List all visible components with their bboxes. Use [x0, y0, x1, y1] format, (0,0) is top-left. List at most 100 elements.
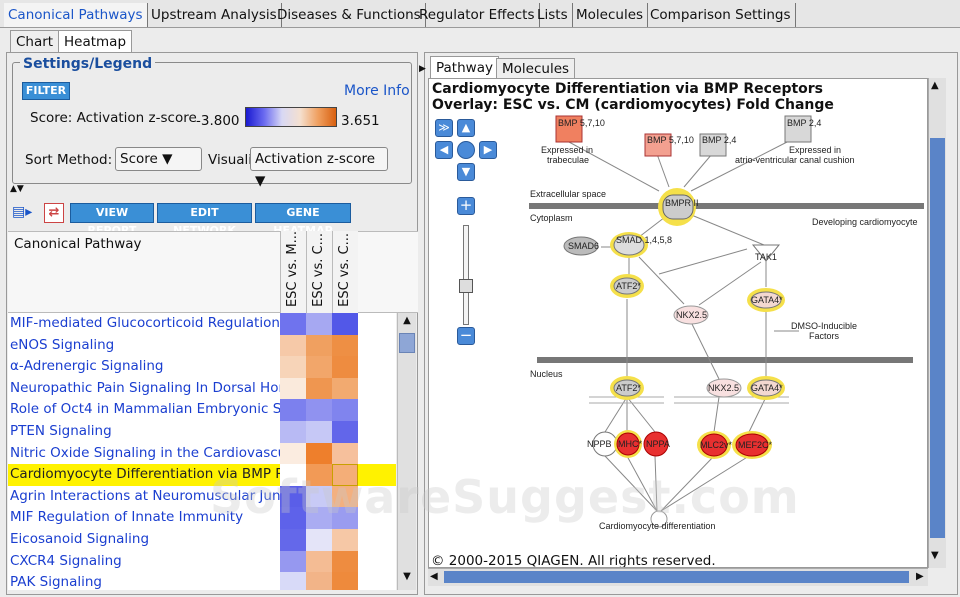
heatmap-cell[interactable]: [332, 442, 358, 465]
scroll-right-icon[interactable]: ▶: [916, 571, 924, 582]
heatmap-cell[interactable]: [332, 313, 358, 335]
pathway-name[interactable]: Agrin Interactions at Neuromuscular Junc…: [10, 487, 280, 504]
splitter-handle[interactable]: ▶: [419, 64, 426, 74]
tab-comparison-settings[interactable]: Comparison Settings: [646, 3, 796, 27]
scroll-left-icon[interactable]: ◀: [430, 571, 438, 582]
zoom-out-icon[interactable]: −: [457, 327, 475, 345]
zoom-in-icon[interactable]: +: [457, 197, 475, 215]
column-header-pathway[interactable]: Canonical Pathway: [14, 236, 142, 252]
tab-regulator-effects[interactable]: Regulator Effects: [415, 3, 540, 27]
pathway-name[interactable]: Eicosanoid Signaling: [10, 531, 150, 547]
table-row[interactable]: α-Adrenergic Signaling: [8, 356, 396, 378]
heatmap-cell[interactable]: [280, 442, 306, 465]
tab-lists[interactable]: Lists: [533, 3, 573, 27]
swap-icon[interactable]: ⇄: [44, 203, 64, 223]
heatmap-cell[interactable]: [306, 485, 332, 508]
table-row[interactable]: CXCR4 Signaling: [8, 550, 396, 573]
table-row[interactable]: PAK Signaling: [8, 572, 396, 590]
heatmap-cell[interactable]: [280, 421, 306, 443]
pan-up-icon[interactable]: ▲: [457, 119, 475, 137]
zoom-slider-thumb[interactable]: [459, 279, 473, 293]
heatmap-cell[interactable]: [280, 485, 306, 508]
pathway-name[interactable]: eNOS Signaling: [10, 336, 115, 353]
heatmap-cell[interactable]: [306, 550, 332, 573]
heatmap-cell[interactable]: [306, 356, 332, 378]
table-row[interactable]: Eicosanoid Signaling: [8, 529, 396, 551]
heatmap-cell[interactable]: [332, 399, 358, 421]
table-scrollbar[interactable]: ▲ ▼: [397, 313, 416, 590]
column-header-2[interactable]: ESC vs. C...: [306, 231, 332, 313]
horizontal-scroll-thumb[interactable]: [444, 571, 909, 583]
heatmap-cell[interactable]: [280, 399, 306, 421]
view-report-button[interactable]: VIEW REPORT: [70, 203, 154, 237]
heatmap-cell[interactable]: [332, 464, 358, 486]
canvas-horizontal-scrollbar[interactable]: ◀ ▶: [428, 568, 928, 586]
zoom-slider[interactable]: [463, 225, 469, 325]
heatmap-cell[interactable]: [332, 529, 358, 551]
pan-right-icon[interactable]: ▶: [479, 141, 497, 159]
pathway-name[interactable]: Cardiomyocyte Differentiation via BMP Re…: [10, 466, 280, 483]
heatmap-cell[interactable]: [332, 334, 358, 357]
heatmap-cell[interactable]: [280, 313, 306, 335]
heatmap-cell[interactable]: [280, 507, 306, 529]
pathway-name[interactable]: MIF Regulation of Innate Immunity: [10, 509, 244, 526]
heatmap-cell[interactable]: [306, 507, 332, 529]
pan-center-icon[interactable]: [457, 141, 475, 159]
more-info-link[interactable]: More Info: [344, 83, 410, 99]
tab-pathway[interactable]: Pathway: [430, 56, 499, 78]
heatmap-cell[interactable]: [332, 550, 358, 573]
edit-network-button[interactable]: EDIT NETWORK: [157, 203, 252, 237]
pathway-name[interactable]: MIF-mediated Glucocorticoid Regulation: [10, 315, 280, 331]
table-row[interactable]: Cardiomyocyte Differentiation via BMP Re…: [8, 464, 396, 486]
heatmap-cell[interactable]: [306, 421, 332, 443]
tab-chart[interactable]: Chart: [10, 30, 60, 52]
pathway-name[interactable]: Role of Oct4 in Mammalian Embryonic St..…: [10, 401, 280, 418]
table-row[interactable]: Agrin Interactions at Neuromuscular Junc…: [8, 485, 396, 508]
pathway-name[interactable]: Neuropathic Pain Signaling In Dorsal Hor…: [10, 379, 280, 396]
heatmap-cell[interactable]: [332, 485, 358, 508]
heatmap-cell[interactable]: [332, 377, 358, 400]
collapse-arrows-icon[interactable]: ▲▼: [10, 184, 24, 194]
pan-left-icon[interactable]: ◀: [435, 141, 453, 159]
heatmap-cell[interactable]: [306, 464, 332, 486]
canvas-vertical-scrollbar[interactable]: ▲ ▼: [928, 78, 946, 568]
gene-heatmap-button[interactable]: GENE HEATMAP: [255, 203, 351, 237]
visualize-dropdown[interactable]: Activation z-score ▼: [250, 147, 388, 189]
pathway-canvas[interactable]: Cardiomyocyte Differentiation via BMP Re…: [428, 78, 928, 568]
table-row[interactable]: MIF-mediated Glucocorticoid Regulation: [8, 313, 396, 335]
tab-canonical-pathways[interactable]: Canonical Pathways: [4, 3, 148, 27]
heatmap-cell[interactable]: [306, 529, 332, 551]
heatmap-cell[interactable]: [280, 356, 306, 378]
column-header-1[interactable]: ESC vs. M...: [280, 231, 306, 313]
heatmap-cell[interactable]: [306, 572, 332, 590]
heatmap-cell[interactable]: [280, 572, 306, 590]
vertical-scroll-thumb[interactable]: [930, 138, 945, 538]
heatmap-cell[interactable]: [306, 334, 332, 357]
heatmap-cell[interactable]: [280, 377, 306, 400]
scroll-up-icon[interactable]: ▲: [403, 315, 411, 326]
heatmap-cell[interactable]: [332, 421, 358, 443]
heatmap-cell[interactable]: [306, 313, 332, 335]
pathway-name[interactable]: CXCR4 Signaling: [10, 552, 122, 569]
heatmap-cell[interactable]: [332, 572, 358, 590]
pathway-name[interactable]: α-Adrenergic Signaling: [10, 358, 164, 375]
pan-down-icon[interactable]: ▼: [457, 163, 475, 181]
export-icon[interactable]: ▤▸: [12, 204, 33, 220]
table-row[interactable]: Neuropathic Pain Signaling In Dorsal Hor…: [8, 377, 396, 400]
table-row[interactable]: Nitric Oxide Signaling in the Cardiovasc…: [8, 442, 396, 465]
sort-method-dropdown[interactable]: Score ▼: [115, 147, 202, 171]
scroll-up-icon[interactable]: ▲: [931, 80, 939, 91]
heatmap-cell[interactable]: [306, 399, 332, 421]
heatmap-cell[interactable]: [306, 377, 332, 400]
heatmap-cell[interactable]: [332, 356, 358, 378]
column-header-3[interactable]: ESC vs. C...: [332, 231, 358, 313]
tab-molecules-right[interactable]: Molecules: [496, 58, 576, 78]
tab-upstream-analysis[interactable]: Upstream Analysis: [147, 3, 282, 27]
scroll-thumb[interactable]: [399, 333, 415, 353]
pathway-name[interactable]: Nitric Oxide Signaling in the Cardiovasc…: [10, 444, 280, 461]
scroll-down-icon[interactable]: ▼: [403, 571, 411, 582]
table-row[interactable]: eNOS Signaling: [8, 334, 396, 357]
tab-heatmap[interactable]: Heatmap: [58, 30, 133, 52]
heatmap-cell[interactable]: [280, 529, 306, 551]
heatmap-cell[interactable]: [280, 464, 306, 486]
